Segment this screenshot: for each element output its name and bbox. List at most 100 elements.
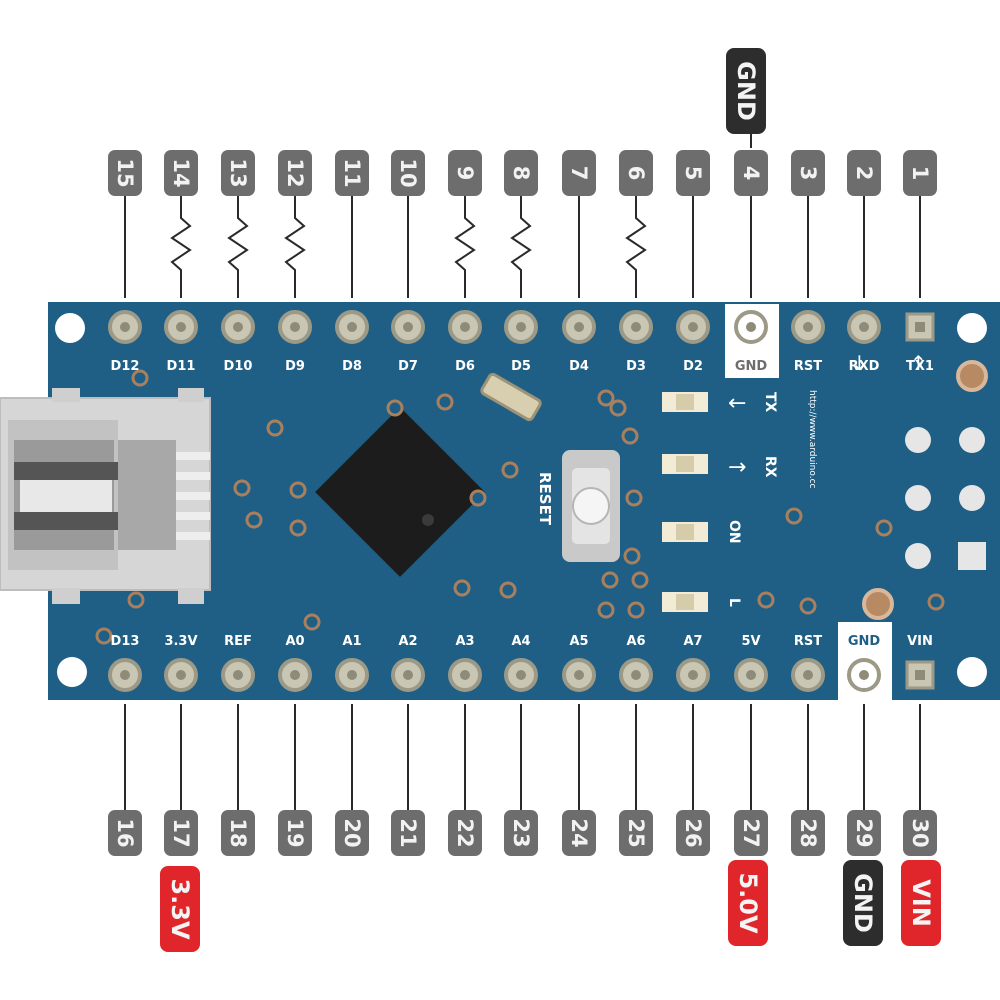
pin-number-bottom: 30 (903, 810, 937, 856)
pin-number-top: 12 (278, 150, 312, 196)
via (875, 519, 893, 537)
via (233, 479, 251, 497)
pad (862, 588, 894, 620)
via (627, 601, 645, 619)
mount-hole (55, 313, 85, 343)
via (757, 591, 775, 609)
pin-hole (516, 670, 526, 680)
pin-label-bottom: A3 (455, 634, 474, 649)
pin-number-bottom: 29 (847, 810, 881, 856)
pin-hole (460, 670, 470, 680)
mount-hole (957, 313, 987, 343)
pin-label-top: GND (735, 359, 768, 374)
pin-hole (233, 670, 243, 680)
via (785, 507, 803, 525)
pin-hole (859, 322, 869, 332)
pin-number-bottom: 21 (391, 810, 425, 856)
pin-hole (176, 670, 186, 680)
pin-number-bottom: 16 (108, 810, 142, 856)
led-label-rx: RX (762, 456, 778, 478)
pin-number-top: 8 (504, 150, 538, 196)
pin-hole (746, 670, 756, 680)
led-tx (662, 392, 708, 412)
via (597, 389, 615, 407)
pin-hole (233, 322, 243, 332)
rx-arrow-icon: → (728, 455, 746, 480)
pin-number-top: 13 (221, 150, 255, 196)
tx1-arrow-icon: ↑ (910, 351, 927, 375)
pin-label-top: D7 (398, 359, 418, 374)
pin-hole (176, 322, 186, 332)
via (289, 481, 307, 499)
pin-number-top: 5 (676, 150, 710, 196)
tx-arrow-icon: ← (728, 391, 746, 416)
pin-number-bottom: 25 (619, 810, 653, 856)
5v-tag: 5.0V (728, 860, 768, 946)
pin-label-bottom: 3.3V (164, 634, 197, 649)
via (289, 519, 307, 537)
reset-label: RESET (536, 472, 554, 526)
url-text: http://www.arduino.cc (807, 390, 817, 489)
pin-label-bottom: A5 (569, 634, 588, 649)
pin-hole (803, 322, 813, 332)
pin-number-top: 9 (448, 150, 482, 196)
pin-number-bottom: 17 (164, 810, 198, 856)
pin-label-top: D8 (342, 359, 362, 374)
pwm-leader-line (227, 196, 249, 298)
pin-label-bottom: VIN (907, 634, 933, 649)
pin-hole (631, 322, 641, 332)
via (597, 601, 615, 619)
pin-number-top: 7 (562, 150, 596, 196)
pin-label-bottom: A4 (511, 634, 530, 649)
pin-number-top: 1 (903, 150, 937, 196)
pin-number-bottom: 22 (448, 810, 482, 856)
via (499, 581, 517, 599)
via (386, 399, 404, 417)
pin-hole (403, 322, 413, 332)
pin-hole (516, 322, 526, 332)
pin-label-bottom: A6 (626, 634, 645, 649)
reset-button[interactable] (562, 450, 620, 562)
pin-number-top: 10 (391, 150, 425, 196)
vias (95, 369, 945, 645)
pin-hole (347, 322, 357, 332)
pin-label-top: D10 (224, 359, 253, 374)
pin-label-bottom: RST (794, 634, 822, 649)
icsp-header (905, 427, 986, 570)
pin-label-bottom: REF (224, 634, 252, 649)
pin-number-bottom: 27 (734, 810, 768, 856)
pin-label-top: TX1 (906, 359, 934, 374)
pin-label-bottom: D13 (111, 634, 140, 649)
mini-usb-connector (0, 388, 211, 604)
pin-number-bottom: 26 (676, 810, 710, 856)
via (266, 419, 284, 437)
gnd-tag-top: GND (726, 48, 766, 134)
mount-hole (957, 657, 987, 687)
via (621, 427, 639, 445)
pin-label-top: D5 (511, 359, 531, 374)
pin-label-top: D2 (683, 359, 703, 374)
led-l (662, 592, 708, 612)
pin-hole (688, 322, 698, 332)
pin-label-bottom: A2 (398, 634, 417, 649)
pin-label-top: D4 (569, 359, 589, 374)
via (95, 627, 113, 645)
pin-hole (290, 670, 300, 680)
pwm-leader-line (625, 196, 647, 298)
pin-label-top: D6 (455, 359, 475, 374)
pin-hole (574, 670, 584, 680)
pin-label-top: RST (794, 359, 822, 374)
via (436, 393, 454, 411)
pin-number-top: 14 (164, 150, 198, 196)
pin-hole (347, 670, 357, 680)
pin-label-top: D9 (285, 359, 305, 374)
pin-label-bottom: GND (848, 634, 881, 649)
pin-label-top: D3 (626, 359, 646, 374)
via (631, 571, 649, 589)
via (799, 597, 817, 615)
pwm-leader-line (510, 196, 532, 298)
pin-label-bottom: 5V (741, 634, 760, 649)
pin-hole (290, 322, 300, 332)
pin-hole (120, 322, 130, 332)
